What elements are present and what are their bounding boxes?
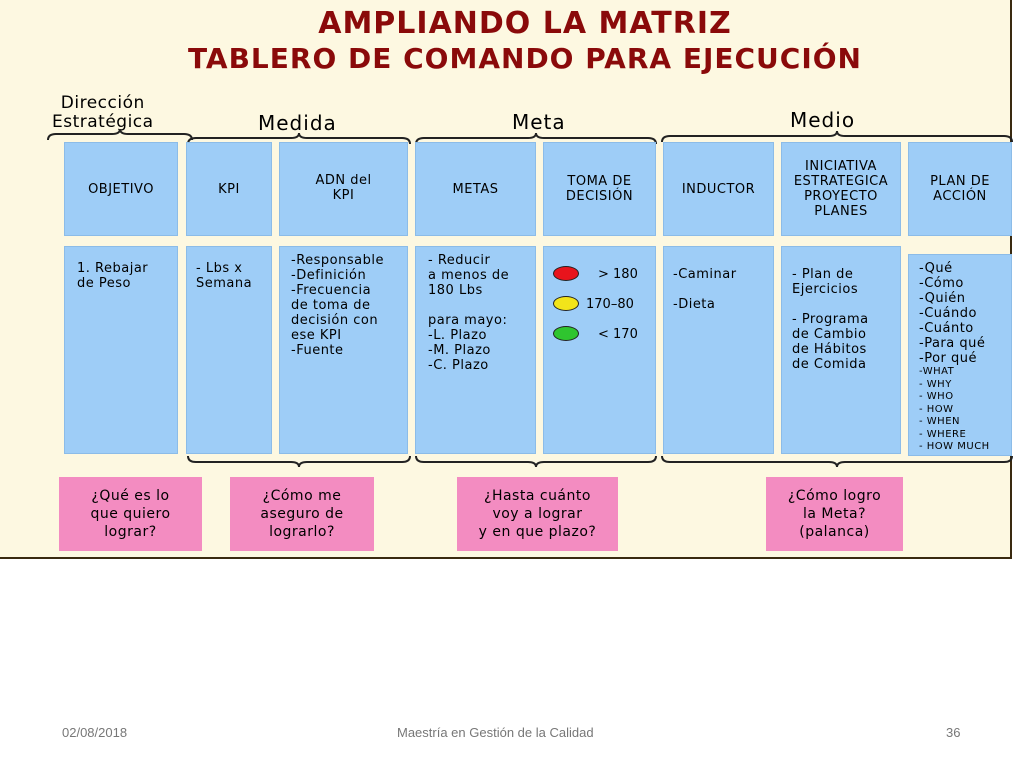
cell-kpi: - Lbs x Semana: [187, 247, 271, 453]
header-toma: TOMA DE DECISIÓN: [544, 143, 655, 235]
header-plan: PLAN DE ACCIÓN: [909, 143, 1011, 235]
question-note-3-text: ¿Hasta cuánto voy a lograr y en que plaz…: [478, 488, 597, 540]
brace-medida: [187, 132, 411, 145]
question-note-4: ¿Cómo logro la Meta? (palanca): [766, 477, 903, 551]
question-note-1-text: ¿Qué es lo que quiero lograr?: [90, 488, 171, 540]
cell-objetivo-text: 1. Rebajar de Peso: [77, 261, 149, 291]
title-line-2: TABLERO DE COMANDO PARA EJECUCIÓN: [187, 42, 862, 75]
cell-metas-text: - Reducir a menos de 180 Lbs para mayo: …: [428, 253, 510, 373]
traffic-light-red: [553, 266, 579, 281]
cell-plan-text-en: -WHAT - WHY - WHO - HOW - WHEN - WHERE -…: [919, 366, 990, 452]
cell-metas: - Reducir a menos de 180 Lbs para mayo: …: [416, 247, 535, 453]
header-objetivo-label: OBJETIVO: [88, 181, 154, 197]
cell-toma: > 180 170–80 < 170: [544, 247, 655, 453]
cell-plan-text-es: -Qué -Cómo -Quién -Cuándo -Cuánto -Para …: [919, 261, 986, 366]
group-label-direccion: Dirección Estratégica: [52, 93, 154, 132]
cell-iniciativa: - Plan de Ejercicios - Programa de Cambi…: [782, 247, 900, 453]
footer-date: 02/08/2018: [62, 725, 128, 740]
title-line-1: AMPLIANDO LA MATRIZ: [318, 6, 732, 41]
header-adn-label: ADN del KPI: [315, 173, 372, 203]
traffic-light-red-label: > 180: [598, 267, 638, 282]
cell-adn: -Responsable -Definición -Frecuencia de …: [280, 247, 407, 453]
footer-center: Maestría en Gestión de la Calidad: [397, 725, 594, 740]
header-inductor: INDUCTOR: [664, 143, 773, 235]
cell-inductor: -Caminar -Dieta: [664, 247, 773, 453]
question-note-1: ¿Qué es lo que quiero lograr?: [59, 477, 202, 551]
header-metas-label: METAS: [452, 181, 499, 197]
header-plan-label: PLAN DE ACCIÓN: [930, 174, 990, 204]
header-adn: ADN del KPI: [280, 143, 407, 235]
brace-bottom-meta: [415, 455, 657, 468]
question-note-2: ¿Cómo me aseguro de lograrlo?: [230, 477, 374, 551]
cell-iniciativa-text: - Plan de Ejercicios - Programa de Cambi…: [792, 267, 869, 372]
footer-page-number: 36: [946, 725, 961, 740]
brace-bottom-medida: [187, 455, 411, 468]
header-objetivo: OBJETIVO: [65, 143, 177, 235]
traffic-light-yellow: [553, 296, 579, 311]
group-label-medio: Medio: [790, 108, 856, 132]
group-label-meta: Meta: [512, 110, 566, 134]
traffic-light-yellow-label: 170–80: [586, 297, 634, 312]
question-note-3: ¿Hasta cuánto voy a lograr y en que plaz…: [457, 477, 618, 551]
brace-meta: [415, 132, 657, 145]
cell-plan: -Qué -Cómo -Quién -Cuándo -Cuánto -Para …: [909, 255, 1011, 455]
header-metas: METAS: [416, 143, 535, 235]
brace-medio: [661, 130, 1013, 143]
cell-inductor-text: -Caminar -Dieta: [673, 267, 737, 312]
header-inductor-label: INDUCTOR: [681, 181, 756, 197]
header-iniciativa-label: INICIATIVA ESTRATEGICA PROYECTO PLANES: [793, 159, 889, 219]
header-iniciativa: INICIATIVA ESTRATEGICA PROYECTO PLANES: [782, 143, 900, 235]
cell-kpi-text: - Lbs x Semana: [196, 261, 253, 291]
traffic-light-green: [553, 326, 579, 341]
question-note-4-text: ¿Cómo logro la Meta? (palanca): [787, 488, 882, 540]
header-kpi-label: KPI: [218, 181, 240, 197]
question-note-2-text: ¿Cómo me aseguro de lograrlo?: [260, 488, 344, 540]
group-label-medida: Medida: [258, 111, 337, 135]
cell-adn-text: -Responsable -Definición -Frecuencia de …: [291, 253, 384, 358]
header-kpi: KPI: [187, 143, 271, 235]
cell-objetivo: 1. Rebajar de Peso: [65, 247, 177, 453]
header-toma-label: TOMA DE DECISIÓN: [565, 174, 634, 204]
brace-bottom-medio: [661, 455, 1013, 468]
brace-direccion: [47, 128, 193, 141]
slide-area: AMPLIANDO LA MATRIZ TABLERO DE COMANDO P…: [0, 0, 1013, 559]
traffic-light-green-label: < 170: [598, 327, 638, 342]
